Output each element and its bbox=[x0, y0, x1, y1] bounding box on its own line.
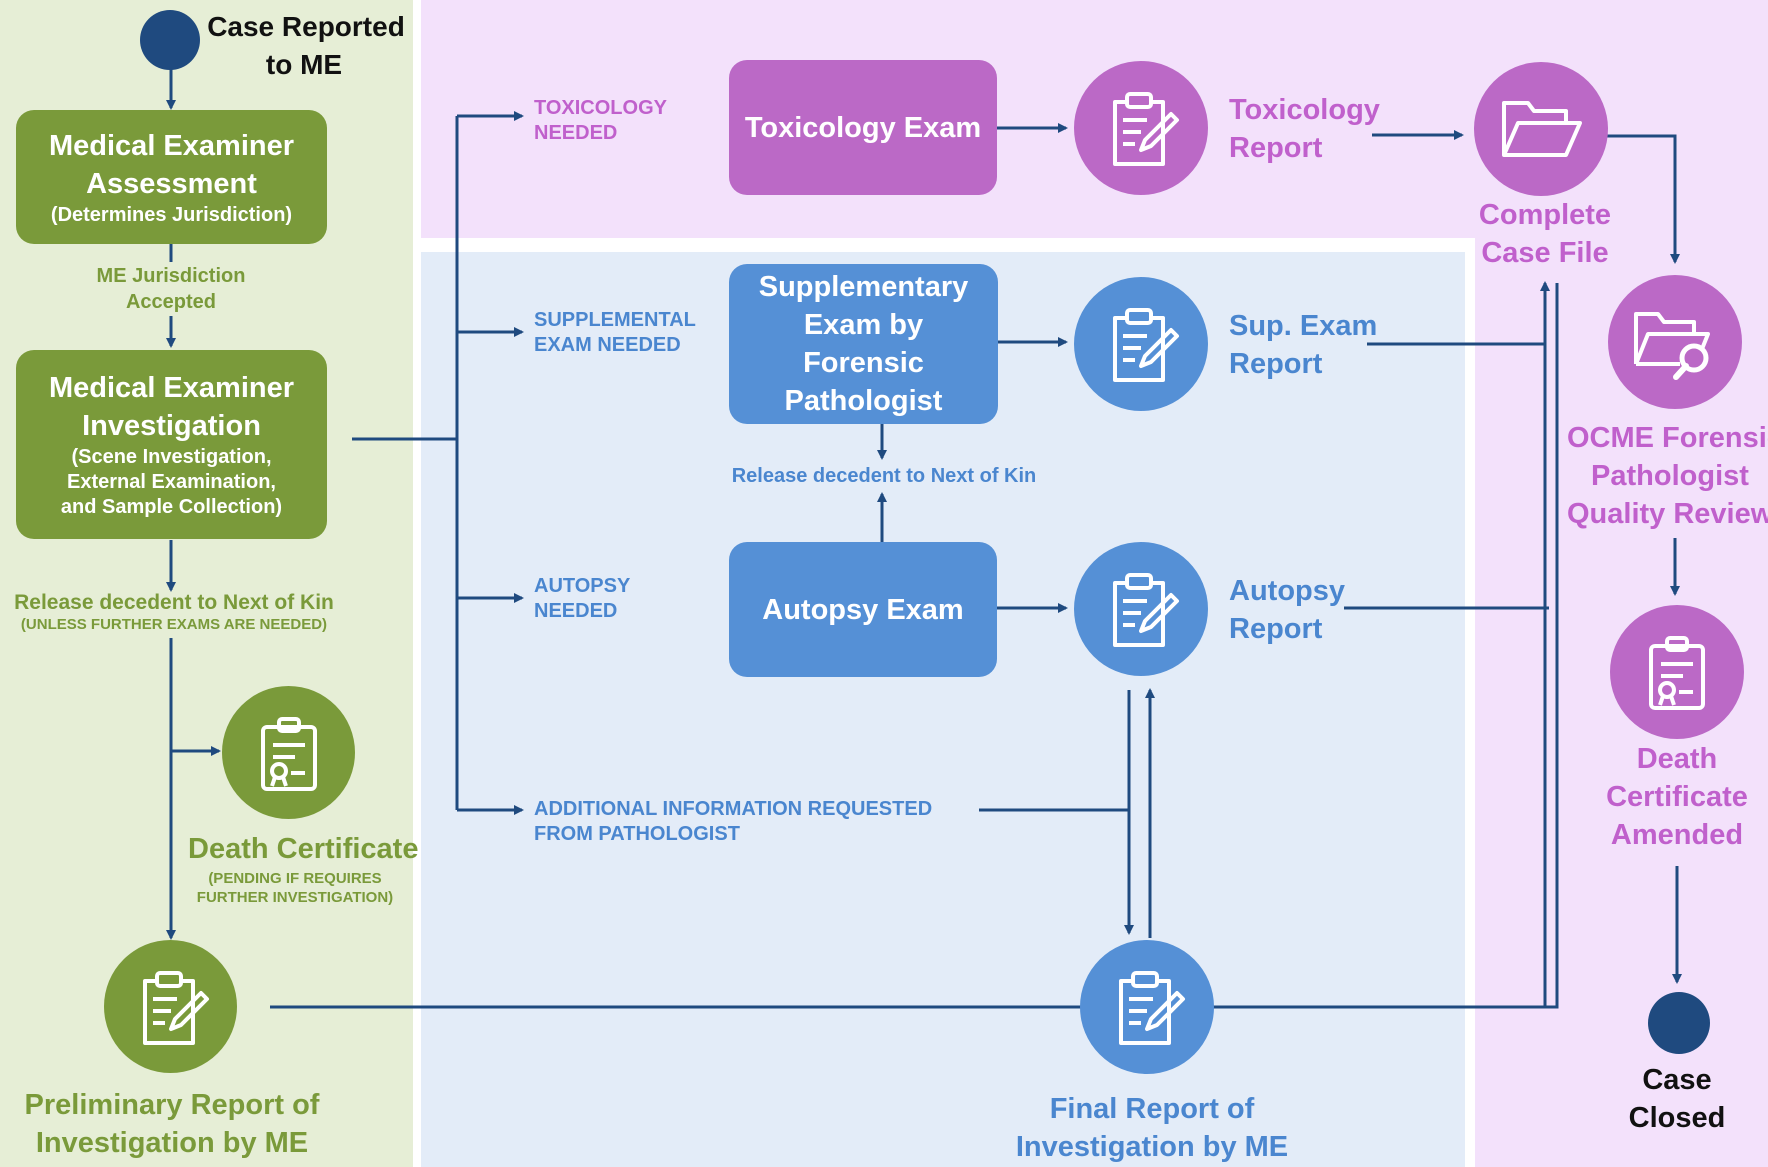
complete-case-file-line1: Complete bbox=[1478, 199, 1612, 231]
death-certificate-label: Death Certificate (PENDING IF REQUIRES F… bbox=[188, 829, 419, 907]
jurisdiction-line1: ME Jurisdiction bbox=[96, 265, 246, 287]
death-certificate-amended-line3: Amended bbox=[1610, 819, 1744, 851]
death-certificate-amended-line2: Certificate bbox=[1606, 781, 1748, 813]
ocme-review-node[interactable] bbox=[1608, 275, 1742, 409]
sup-exam-report-node[interactable] bbox=[1074, 277, 1208, 411]
final-report-label: Final Report of Investigation by ME bbox=[1002, 1090, 1302, 1166]
branch-toxicology-line2: NEEDED bbox=[534, 122, 618, 144]
me-assessment-title-line1: Medical Examiner bbox=[49, 129, 294, 162]
branch-supplemental-line2: EXAM NEEDED bbox=[534, 334, 681, 356]
complete-case-file-line2: Case File bbox=[1481, 237, 1609, 269]
toxicology-report-node[interactable] bbox=[1074, 61, 1208, 195]
supplementary-exam-box[interactable]: Supplementary Exam by Forensic Pathologi… bbox=[729, 264, 998, 424]
autopsy-report-line1: Autopsy bbox=[1229, 575, 1345, 607]
ocme-review-line3: Quality Review bbox=[1567, 498, 1768, 530]
autopsy-exam-box[interactable]: Autopsy Exam bbox=[729, 542, 997, 677]
death-certificate-amended-node[interactable] bbox=[1610, 605, 1744, 739]
start-label-line2: to ME bbox=[265, 49, 343, 80]
death-certificate-sub2: FURTHER INVESTIGATION) bbox=[196, 889, 394, 906]
complete-case-file-node[interactable] bbox=[1474, 62, 1608, 196]
branch-additional-label: ADDITIONAL INFORMATION REQUESTED FROM PA… bbox=[534, 797, 932, 847]
preliminary-report-line1: Preliminary Report of bbox=[24, 1089, 320, 1121]
toxicology-report-line1: Toxicology bbox=[1229, 94, 1380, 126]
folder-search-icon bbox=[1634, 312, 1710, 380]
sup-exam-report-line2: Report bbox=[1229, 348, 1323, 380]
branch-autopsy-line1: AUTOPSY bbox=[534, 575, 631, 597]
supplementary-exam-line3: Forensic bbox=[803, 347, 924, 379]
autopsy-report-node[interactable] bbox=[1074, 542, 1208, 676]
release-green-label: Release decedent to Next of Kin (UNLESS … bbox=[6, 590, 342, 634]
branch-autopsy-line2: NEEDED bbox=[534, 600, 618, 622]
me-investigation-sub1: (Scene Investigation, bbox=[71, 446, 272, 468]
toxicology-exam-title: Toxicology Exam bbox=[744, 111, 982, 144]
jurisdiction-line2: Accepted bbox=[125, 291, 217, 313]
autopsy-report-label: Autopsy Report bbox=[1229, 572, 1345, 648]
final-report-line2: Investigation by ME bbox=[1015, 1131, 1289, 1163]
death-certificate-title: Death Certificate bbox=[188, 833, 419, 865]
me-assessment-box[interactable]: Medical Examiner Assessment (Determines … bbox=[16, 110, 327, 244]
supplementary-exam-line1: Supplementary bbox=[758, 271, 969, 303]
preliminary-report-line2: Investigation by ME bbox=[35, 1127, 309, 1159]
me-investigation-title-line1: Medical Examiner bbox=[49, 372, 294, 404]
start-node bbox=[140, 10, 200, 70]
release-green-line2: (UNLESS FURTHER EXAMS ARE NEEDED) bbox=[20, 616, 328, 633]
branch-additional-line1: ADDITIONAL INFORMATION REQUESTED bbox=[534, 798, 933, 820]
clipboard-edit-icon bbox=[1113, 573, 1179, 647]
folder-open-icon bbox=[1502, 101, 1582, 157]
clipboard-edit-icon bbox=[1119, 971, 1185, 1045]
branch-toxicology-label: TOXICOLOGY NEEDED bbox=[534, 96, 667, 146]
death-certificate-sub1: (PENDING IF REQUIRES bbox=[208, 870, 382, 887]
ocme-review-label: OCME Forensic Pathologist Quality Review bbox=[1567, 419, 1768, 533]
release-blue-text: Release decedent to Next of Kin bbox=[731, 465, 1037, 487]
start-label: Case Reported to ME bbox=[206, 8, 406, 84]
certificate-icon bbox=[1649, 636, 1705, 710]
supplementary-exam-line2: Exam by bbox=[803, 309, 924, 341]
jurisdiction-label: ME Jurisdiction Accepted bbox=[51, 263, 291, 315]
me-investigation-sub2: External Examination, bbox=[67, 471, 276, 493]
me-assessment-title-line2: Assessment bbox=[86, 167, 257, 200]
branch-supplemental-line1: SUPPLEMENTAL bbox=[534, 309, 696, 331]
supplementary-exam-line4: Pathologist bbox=[784, 385, 943, 417]
sup-exam-report-label: Sup. Exam Report bbox=[1229, 307, 1377, 383]
clipboard-edit-icon bbox=[1113, 308, 1179, 382]
death-certificate-amended-line1: Death bbox=[1636, 743, 1718, 775]
branch-autopsy-label: AUTOPSY NEEDED bbox=[534, 574, 630, 624]
complete-case-file-label: Complete Case File bbox=[1445, 196, 1645, 272]
me-investigation-sub3: and Sample Collection) bbox=[60, 496, 283, 518]
end-line2: Closed bbox=[1628, 1102, 1726, 1134]
me-investigation-box[interactable]: Medical Examiner Investigation (Scene In… bbox=[16, 350, 327, 539]
branch-toxicology-line1: TOXICOLOGY bbox=[534, 97, 667, 119]
autopsy-report-line2: Report bbox=[1229, 613, 1323, 645]
branch-supplemental-label: SUPPLEMENTAL EXAM NEEDED bbox=[534, 308, 696, 358]
sup-exam-report-line1: Sup. Exam bbox=[1229, 310, 1378, 342]
clipboard-edit-icon bbox=[1113, 92, 1179, 166]
final-report-node[interactable] bbox=[1080, 940, 1214, 1074]
end-line1: Case bbox=[1642, 1064, 1712, 1096]
end-label: Case Closed bbox=[1577, 1061, 1768, 1137]
toxicology-report-line2: Report bbox=[1229, 132, 1323, 164]
end-node bbox=[1648, 992, 1710, 1054]
final-report-line1: Final Report of bbox=[1049, 1093, 1255, 1125]
preliminary-report-node[interactable] bbox=[104, 940, 237, 1073]
release-green-line1: Release decedent to Next of Kin bbox=[14, 591, 334, 614]
release-blue-label: Release decedent to Next of Kin bbox=[704, 463, 1064, 489]
certificate-icon bbox=[260, 716, 317, 791]
death-certificate-amended-label: Death Certificate Amended bbox=[1577, 740, 1768, 854]
line-final-to-casefile bbox=[1212, 283, 1559, 1009]
arrow-casefile-to-ocme bbox=[1606, 134, 1680, 264]
me-investigation-title-line2: Investigation bbox=[82, 410, 261, 442]
start-label-line1: Case Reported bbox=[207, 11, 405, 42]
branch-additional-line2: FROM PATHOLOGIST bbox=[534, 823, 740, 845]
ocme-review-line1: OCME Forensic bbox=[1567, 422, 1768, 454]
toxicology-exam-box[interactable]: Toxicology Exam bbox=[729, 60, 997, 195]
autopsy-exam-title: Autopsy Exam bbox=[762, 593, 964, 626]
me-assessment-sub: (Determines Jurisdiction) bbox=[50, 203, 293, 226]
preliminary-report-label: Preliminary Report of Investigation by M… bbox=[17, 1086, 327, 1162]
ocme-review-line2: Pathologist bbox=[1591, 460, 1749, 492]
toxicology-report-label: Toxicology Report bbox=[1229, 91, 1380, 167]
death-certificate-node[interactable] bbox=[222, 686, 355, 819]
clipboard-edit-icon bbox=[142, 970, 209, 1045]
